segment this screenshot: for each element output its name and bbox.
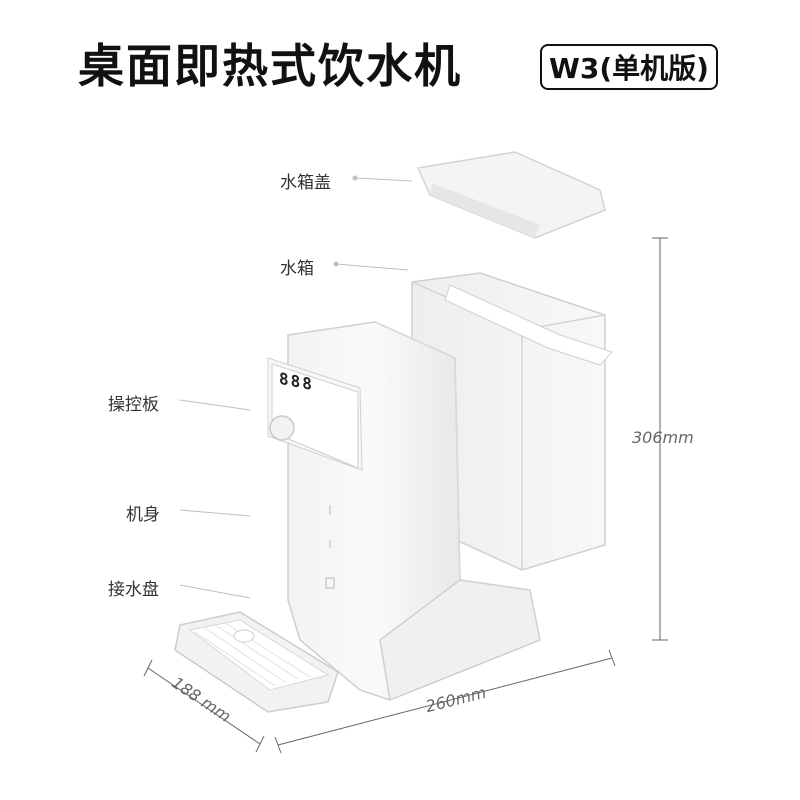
tank-lid (416, 151, 606, 239)
label-tank-lid: 水箱盖 (280, 173, 331, 193)
label-machine-body: 机身 (126, 505, 160, 525)
label-water-tank: 水箱 (280, 259, 314, 279)
model-badge: W3(单机版) (540, 44, 718, 90)
label-drip-tray: 接水盘 (108, 580, 159, 600)
label-control-panel: 操控板 (108, 395, 159, 415)
dimension-height: 306mm (632, 428, 694, 447)
drip-tray (174, 611, 339, 713)
water-tank (411, 272, 613, 571)
page-title: 桌面即热式饮水机 (78, 39, 462, 93)
leader-lines (179, 175, 413, 599)
dimension-lines (143, 237, 668, 754)
machine-body (267, 321, 541, 702)
